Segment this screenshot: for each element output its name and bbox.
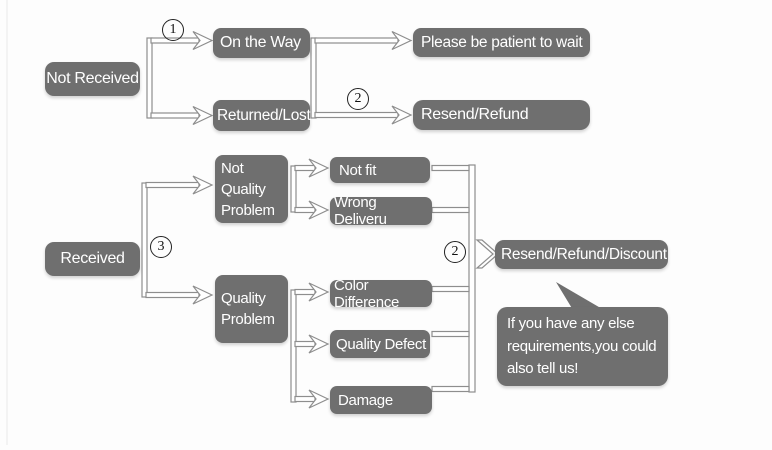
- node-damage: Damage: [330, 386, 432, 414]
- step-label-2-right-icon: 2: [444, 241, 466, 263]
- step-label-1-icon: 1: [162, 19, 184, 41]
- merge-chevron-icon: [475, 239, 499, 269]
- node-color-difference: Color Difference: [330, 277, 432, 311]
- node-not-received: Not Received: [45, 62, 140, 96]
- node-not-quality-problem: Not Quality Problem: [215, 155, 288, 223]
- speech-bubble: If you have any else requirements,you co…: [497, 307, 668, 386]
- node-quality-defect: Quality Defect: [330, 330, 430, 358]
- step-1-number: 1: [169, 22, 177, 37]
- node-quality-problem: Quality Problem: [215, 275, 288, 343]
- node-returned-lost: Returned/Lost: [213, 100, 311, 131]
- node-resend-refund: Resend/Refund: [413, 100, 590, 130]
- step-label-3-icon: 3: [150, 236, 172, 258]
- node-on-the-way: On the Way: [213, 28, 310, 58]
- step-2-right-number: 2: [451, 244, 459, 259]
- node-please-be-patient: Please be patient to wait: [413, 28, 590, 57]
- node-resend-refund-discount: Resend/Refund/Discount: [495, 240, 668, 269]
- speech-bubble-tail: [556, 282, 604, 310]
- node-not-fit: Not fit: [330, 157, 430, 183]
- step-3-number: 3: [157, 239, 165, 254]
- node-wrong-deliveru: Wrong Deliveru: [330, 194, 432, 228]
- step-2-top-number: 2: [354, 91, 362, 106]
- step-label-2-top-icon: 2: [347, 88, 369, 110]
- page-edge-line: [6, 0, 8, 445]
- node-received: Received: [45, 242, 140, 276]
